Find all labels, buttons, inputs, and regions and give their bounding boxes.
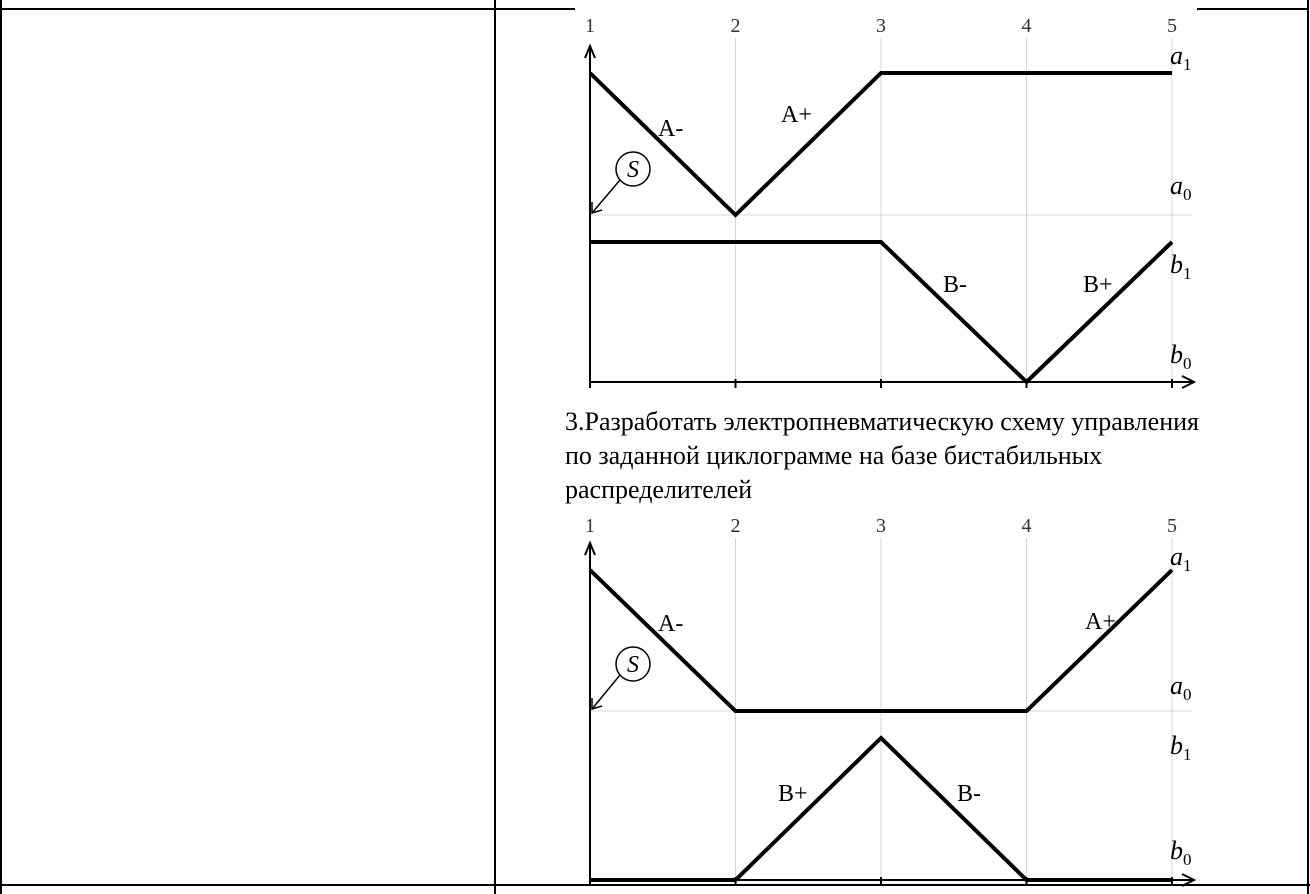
x-axis-arrow	[1181, 873, 1197, 887]
x-axis-arrow	[1181, 375, 1197, 389]
cylinder-b-trace	[590, 240, 1174, 385]
step-number: 3	[876, 515, 886, 537]
cyclogram-1-svg: 1 2 3 4 5S A- A+ B- B+ a1 a0 b1 b0	[584, 15, 1197, 389]
step-number: 1	[585, 515, 595, 537]
signal-circle	[615, 151, 651, 187]
movement-label: A-	[658, 116, 683, 142]
step-number: 3	[876, 15, 886, 37]
y-axis-arrow	[584, 43, 596, 59]
level-label-a0: a0	[1170, 171, 1192, 204]
table-column-divider	[494, 0, 496, 894]
level-label-b0: b0	[1170, 836, 1192, 869]
step-number: 4	[1022, 515, 1032, 537]
level-label-b1: b1	[1170, 250, 1192, 283]
movement-label: A+	[1085, 609, 1116, 635]
step-number: 5	[1167, 15, 1177, 37]
signal-arrow-head	[591, 202, 603, 215]
step-number: 2	[731, 15, 741, 37]
signal-label: S	[627, 157, 639, 183]
level-label-b1: b1	[1170, 731, 1192, 764]
task-3-text: 3.Разработать электропневматическую схем…	[565, 407, 1199, 504]
step-number: 1	[585, 15, 595, 37]
step-number: 2	[731, 515, 741, 537]
table-bottom-border	[0, 884, 1310, 886]
table-top-border-right	[1197, 8, 1309, 10]
movement-label: B-	[943, 272, 967, 298]
signal-label: S	[627, 652, 639, 678]
signal-arrow-head	[591, 698, 603, 711]
cyclogram-2-svg: 1 2 3 4 5S A- A+ B+ B-a1 a0 b1 b0	[584, 515, 1197, 887]
level-label-a1: a1	[1170, 542, 1192, 575]
table-top-border	[0, 8, 575, 10]
level-label-b0: b0	[1170, 340, 1192, 373]
step-number: 5	[1167, 515, 1177, 537]
step-number: 4	[1022, 15, 1032, 37]
table-right-border	[1307, 0, 1309, 894]
y-axis-arrow	[584, 540, 596, 556]
table-left-border	[0, 0, 2, 894]
signal-circle	[615, 646, 651, 682]
cylinder-a-trace	[588, 568, 1174, 713]
cylinder-a-trace	[588, 71, 1172, 218]
signal-arrow	[591, 674, 621, 710]
movement-label: B+	[778, 781, 808, 807]
movement-label: B-	[957, 781, 981, 807]
movement-label: A-	[658, 611, 683, 637]
signal-arrow	[591, 179, 621, 214]
level-label-a0: a0	[1170, 671, 1192, 704]
movement-label: B+	[1083, 272, 1113, 298]
movement-label: A+	[781, 102, 812, 128]
level-label-a1: a1	[1170, 41, 1192, 74]
cylinder-b-trace	[590, 735, 1172, 882]
